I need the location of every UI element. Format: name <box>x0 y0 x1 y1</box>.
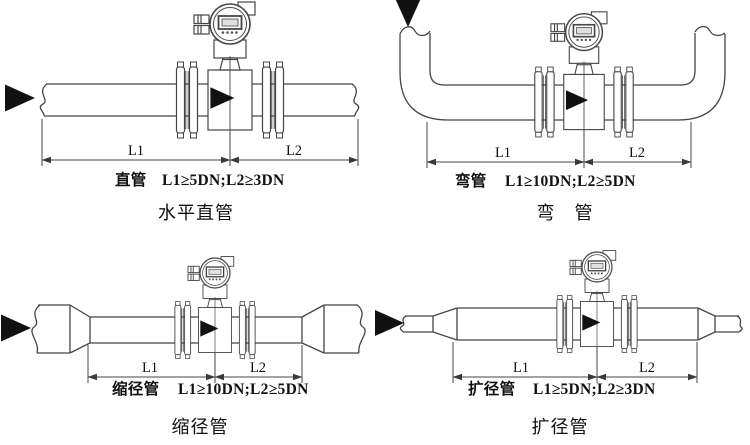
panel-caption: 水平直管 <box>158 203 234 222</box>
panel-horizontal-straight-pipe: L1 L2 直管 L1≥5DN;L2≥3DN 水平直管 <box>0 0 375 223</box>
spec-label: 直管 <box>115 170 147 189</box>
dimension-lines <box>426 122 692 168</box>
flowmeter-assembly <box>175 257 255 359</box>
flowmeter-assembly <box>177 2 284 138</box>
panel-caption: 扩径管 <box>532 417 589 437</box>
pipe-run <box>31 304 366 354</box>
flowmeter-assembly <box>535 12 633 137</box>
pipe-break-left <box>31 304 41 354</box>
panel-caption: 缩径管 <box>172 417 229 437</box>
l2-label: L2 <box>286 143 302 159</box>
elbow-pipe-drawing: L1 L2 弯管 L1≥10DN;L2≥5DN 弯 管 <box>394 0 726 222</box>
spec-formula: L1≥5DN;L2≥3DN <box>162 172 285 189</box>
spec-label: 弯管 <box>455 171 487 190</box>
pipe-break-right <box>356 304 366 354</box>
panel-expanding-pipe: L1 L2 扩径管 L1≥5DN;L2≥3DN 扩径管 <box>375 222 750 445</box>
pipe-run <box>399 307 743 341</box>
pipe-break-right <box>351 83 360 117</box>
l1-label: L1 <box>513 360 529 376</box>
straight-pipe-drawing: L1 L2 直管 L1≥5DN;L2≥3DN 水平直管 <box>5 0 360 222</box>
pipe-run <box>39 83 360 117</box>
dimension-lines <box>452 342 698 383</box>
panel-caption: 弯 管 <box>537 203 594 222</box>
spec-formula: L1≥5DN;L2≥3DN <box>533 381 656 398</box>
flowmeter-assembly <box>557 251 637 353</box>
l1-label: L1 <box>142 360 158 376</box>
pipe-break-right <box>736 315 743 333</box>
spec-label: 扩径管 <box>468 379 515 398</box>
pipe-run <box>399 25 726 121</box>
pipe-break-left <box>39 83 48 117</box>
l2-label: L2 <box>250 360 266 376</box>
reducing-pipe-drawing: L1 L2 缩径管 L1≥10DN;L2≥5DN 缩径管 <box>1 222 366 437</box>
pipe-break-left <box>399 26 431 37</box>
l1-label: L1 <box>128 143 144 159</box>
l1-label: L1 <box>495 145 511 161</box>
spec-formula: L1≥10DN;L2≥5DN <box>178 381 309 398</box>
spec-formula: L1≥10DN;L2≥5DN <box>505 173 636 190</box>
dimension-lines <box>41 119 359 166</box>
l2-label: L2 <box>629 145 645 161</box>
dimension-lines <box>87 345 303 383</box>
expanding-pipe-drawing: L1 L2 扩径管 L1≥5DN;L2≥3DN 扩径管 <box>375 222 743 437</box>
pipe-break-right <box>694 25 726 37</box>
panel-elbow-pipe: L1 L2 弯管 L1≥10DN;L2≥5DN 弯 管 <box>375 0 750 223</box>
l2-label: L2 <box>639 360 655 376</box>
spec-label: 缩径管 <box>112 379 159 398</box>
pipe-break-left <box>399 315 407 333</box>
panel-reducing-pipe: L1 L2 缩径管 L1≥10DN;L2≥5DN 缩径管 <box>0 222 375 445</box>
